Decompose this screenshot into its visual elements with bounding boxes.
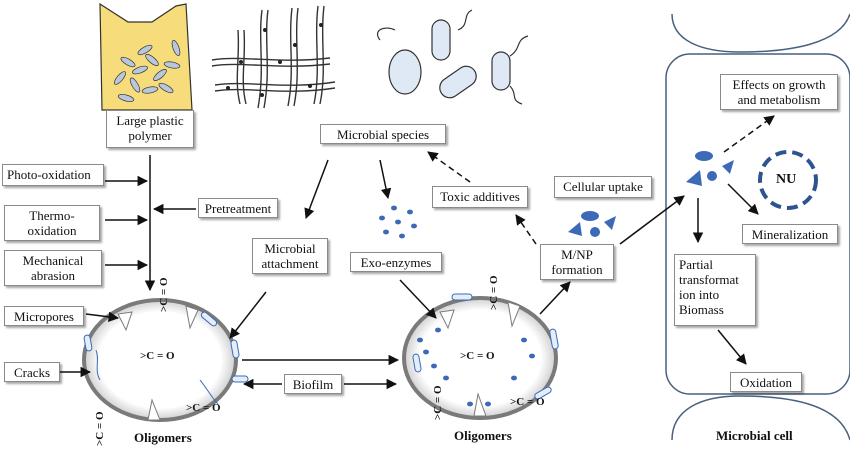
mechanical-abrasion-box: Mechanical abrasion <box>4 250 102 286</box>
carbonyl-group: >C = O <box>94 411 106 446</box>
microbial-species-box: Microbial species <box>320 124 446 144</box>
plastic-polymer-icon <box>99 2 193 111</box>
nucleus-label: NU <box>776 172 797 187</box>
mineralization-box: Mineralization <box>742 224 838 244</box>
flow-arrows <box>60 115 775 390</box>
micropores-box: Micropores <box>4 306 84 326</box>
carbonyl-group: >C = O <box>432 385 444 420</box>
oxidation-box: Oxidation <box>730 372 802 392</box>
oligomers-left-label: Oligomers <box>134 430 192 445</box>
oligomers-right-label: Oligomers <box>454 428 512 443</box>
oligomer-ring-right <box>402 293 559 420</box>
carbonyl-group: >C = O <box>510 396 545 408</box>
mnp-formation-box: M/NP formation <box>540 244 614 280</box>
partial-transformation-box: Partial transformat ion into Biomass <box>674 254 756 326</box>
cellular-uptake-box: Cellular uptake <box>554 176 652 198</box>
cracks-box: Cracks <box>4 362 60 382</box>
pretreatment-box: Pretreatment <box>198 198 278 218</box>
bacteria-icon <box>376 9 529 105</box>
thermo-oxidation-box: Thermo- oxidation <box>4 205 100 241</box>
toxic-additives-box: Toxic additives <box>432 186 528 208</box>
carbonyl-group: >C = O <box>488 275 500 310</box>
effects-growth-box: Effects on growth and metabolism <box>720 74 838 110</box>
carbonyl-group: >C = O <box>140 350 175 362</box>
carbonyl-group: >C = O <box>186 402 221 414</box>
exo-enzymes-box: Exo-enzymes <box>350 252 442 272</box>
fiber-mesh-icon <box>211 5 336 109</box>
mnp-particles <box>568 211 616 237</box>
carbonyl-group: >C = O <box>460 350 495 362</box>
internalized-particles <box>686 151 734 186</box>
carbonyl-group: >C = O <box>158 277 170 312</box>
exo-enzyme-particles <box>379 205 417 239</box>
microbial-cell-outline <box>665 13 850 441</box>
photo-oxidation-box: Photo-oxidation <box>2 164 104 186</box>
large-plastic-polymer-box: Large plastic polymer <box>106 110 194 148</box>
microbial-cell-label: Microbial cell <box>716 428 793 443</box>
biofilm-box: Biofilm <box>284 374 342 394</box>
oligomer-ring-left <box>82 298 249 422</box>
microbial-attachment-box: Microbial attachment <box>252 238 328 274</box>
